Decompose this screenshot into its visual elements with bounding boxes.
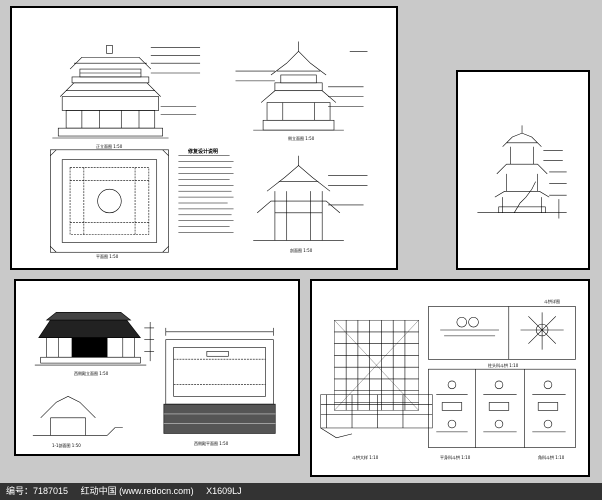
drawing-sheet-tower-section	[456, 70, 590, 270]
bracket-lattice-drawing	[320, 319, 433, 439]
bracket-detail1-label: 柱头科斗拱 1:10	[488, 363, 519, 368]
sheet-a-drawing	[50, 41, 368, 253]
bracket-details-drawing	[320, 306, 576, 448]
footer-id: 编号：7187015	[6, 486, 69, 496]
drawing-sheet-main: 正立面图 1:50 平面图 1:50 侧立面图 1:50 剖面图 1:50 修复…	[10, 6, 398, 270]
side-hall-elevation	[34, 311, 155, 366]
footer-size: X1609LJ	[206, 486, 242, 496]
plan-drawing	[50, 149, 169, 253]
side-hall-section-label: 1-1剖面图 1:50	[52, 443, 81, 448]
front-elevation-label: 正立面图 1:50	[96, 144, 123, 149]
watermark-footer: 编号：7187015 红动中国 (www.redocn.com) X1609LJ	[0, 483, 602, 500]
footer-site[interactable]: 红动中国 (www.redocn.com)	[80, 486, 194, 496]
bracket-title-label: 斗拱详图	[544, 299, 560, 304]
side-hall-elevation-label: 西侧殿立面图 1:50	[74, 371, 109, 376]
section-drawing	[253, 155, 368, 241]
side-elevation-label: 侧立面图 1:50	[288, 136, 315, 141]
side-elevation-drawing	[235, 41, 368, 131]
bracket-left-label: 斗拱大样 1:10	[352, 455, 379, 460]
side-hall-section	[32, 396, 123, 436]
bracket-detail2-label: 平身科斗拱 1:10	[440, 455, 471, 460]
bracket-detail3-label: 角科斗拱 1:10	[538, 455, 565, 460]
front-elevation-drawing	[52, 45, 201, 139]
notes-title: 修复设计说明	[188, 149, 219, 155]
bracket-detail-bottom	[428, 368, 576, 448]
drawing-sheet-side-hall: 西侧殿立面图 1:50 西侧殿平面图 1:50 1-1剖面图 1:50	[14, 279, 300, 456]
bracket-detail-top	[428, 306, 576, 360]
plan-label: 平面图 1:50	[96, 254, 119, 259]
side-hall-plan	[163, 327, 276, 434]
side-hall-drawing	[32, 311, 276, 436]
section-label: 剖面图 1:50	[290, 248, 313, 253]
tower-section-drawing	[477, 125, 567, 219]
drawing-sheet-bracket-details: 斗拱详图 斗拱大样 1:10 柱头科斗拱 1:10 平身科斗拱 1:10 角科斗…	[310, 279, 590, 477]
notes-lines	[178, 155, 234, 233]
side-hall-plan-label: 西侧殿平面图 1:50	[194, 441, 229, 446]
